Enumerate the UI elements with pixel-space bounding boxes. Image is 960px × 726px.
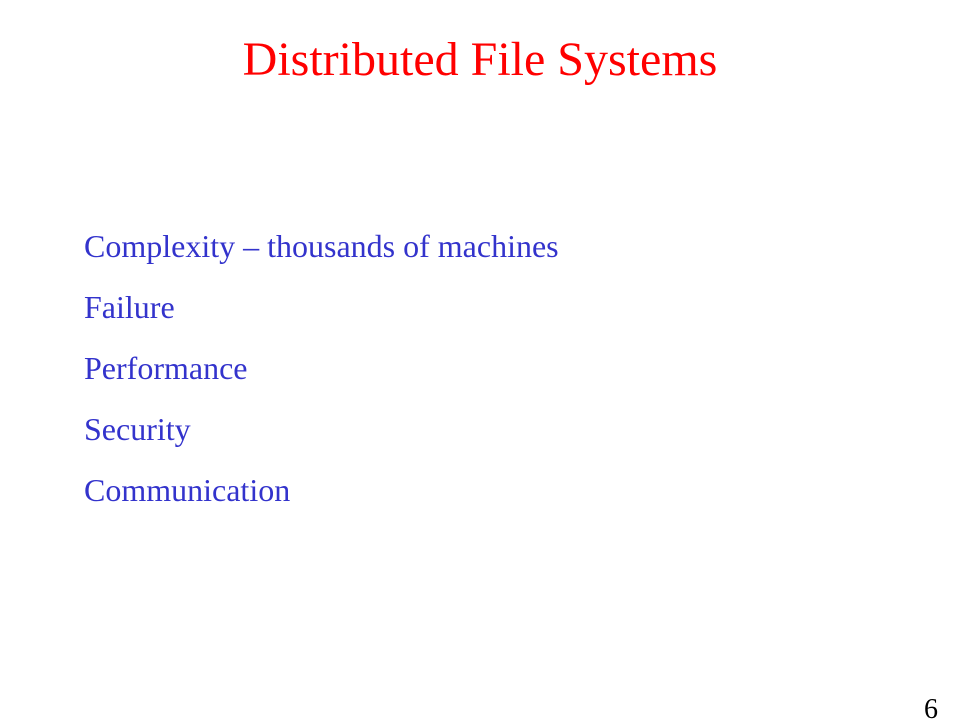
slide-title: Distributed File Systems: [242, 33, 718, 86]
bullet-item-security: Security: [84, 411, 191, 447]
bullet-item-failure: Failure: [84, 289, 175, 325]
bullet-list: Complexity – thousands of machines Failu…: [84, 216, 559, 521]
page-number: 6: [924, 694, 938, 725]
bullet-item-performance: Performance: [84, 350, 248, 386]
bullet-item-communication: Communication: [84, 472, 291, 508]
bullet-item-complexity: Complexity – thousands of machines: [84, 228, 559, 264]
